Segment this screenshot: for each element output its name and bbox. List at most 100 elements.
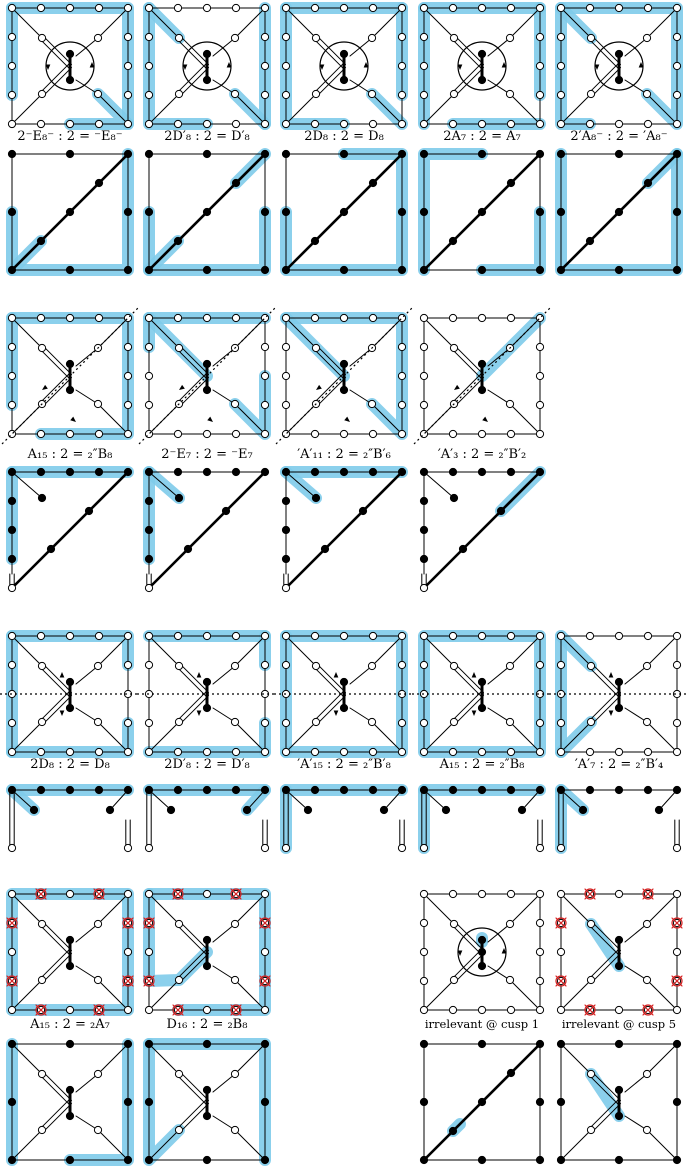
open-node [672,747,682,757]
edge [212,1115,236,1131]
rotation-arrow [457,64,463,70]
edge [383,789,403,811]
edge [97,7,129,39]
open-node [535,429,545,439]
edge [371,403,403,435]
open-node [93,1125,103,1135]
open-node [37,33,47,43]
filled-node [202,467,212,477]
open-node [556,3,566,13]
filled-node [7,554,17,564]
open-node [419,976,429,986]
open-node [477,119,487,129]
open-node [419,1005,429,1015]
reflection-arrow [59,672,65,678]
filled-node [310,785,320,795]
edge [75,79,99,95]
edge [75,1115,99,1131]
reflection-arrow [333,710,339,716]
open-node [449,661,459,671]
highlight-band [280,2,350,130]
filled-node [614,1155,624,1165]
edge [11,893,43,925]
highlight-band [143,206,271,276]
open-node [231,747,241,757]
open-node [672,32,682,42]
filled-node [477,359,487,369]
open-node [614,889,624,899]
double-edge [39,1075,69,1105]
filled-node [419,496,429,506]
filled-node [672,1155,682,1165]
filled-node [397,265,407,275]
open-node [642,1069,652,1079]
double-edge [451,373,481,403]
open-node [281,718,291,728]
filled-node [339,207,349,217]
open-node [281,843,291,853]
open-node [419,400,429,410]
edge [624,79,648,95]
double-edge [451,39,481,69]
open-node [419,631,429,641]
open-node [260,400,270,410]
open-node [585,747,595,757]
double-edge [451,667,481,697]
filled-node [7,467,17,477]
edge [234,635,266,667]
rotation-arrow [45,64,51,70]
edge [371,93,403,125]
open-node [448,631,458,641]
filled-node [260,1155,270,1165]
square-diagram [6,888,134,1016]
forbidden-mark [93,888,105,900]
forbidden-mark [6,917,18,929]
filled-node [556,149,566,159]
open-node [94,631,104,641]
reflection-arrow [70,416,76,422]
open-node [230,717,240,727]
highlight-band [6,717,134,758]
open-node [174,343,184,353]
open-node [202,747,212,757]
open-node [174,89,184,99]
open-node [260,631,270,641]
open-node [310,119,320,129]
open-node [672,660,682,670]
open-node [174,717,184,727]
open-node [535,32,545,42]
open-node [202,1005,212,1015]
open-node [144,32,154,42]
forbidden-mark [555,917,567,929]
reflection-arrow [179,384,185,390]
open-node [535,718,545,728]
double-edge [39,949,69,979]
open-node [37,89,47,99]
open-node [36,429,46,439]
open-node [477,747,487,757]
filled-node [419,785,429,795]
filled-node [477,1155,487,1165]
open-node [281,313,291,323]
filled-node [585,785,595,795]
filled-node [419,149,429,159]
open-node [311,33,321,43]
open-node [419,918,429,928]
open-node [586,919,596,929]
edge [560,721,592,753]
filled-node [614,207,624,217]
filled-node [281,554,291,564]
square-diagram [137,630,277,758]
edge [349,79,373,95]
double-edge [180,377,210,407]
double-edge [592,67,622,97]
diagram-caption: ′A′₇ : 2 = ₂″B′₄ [575,757,663,772]
quotient-square [143,1038,271,1166]
open-node [65,429,75,439]
forbidden-mark [35,1004,47,1016]
square-diagram [143,888,271,1016]
reflection-arrow [196,710,202,716]
diagram-caption: irrelevant @ cusp 5 [562,1017,676,1031]
edge [560,979,592,1011]
